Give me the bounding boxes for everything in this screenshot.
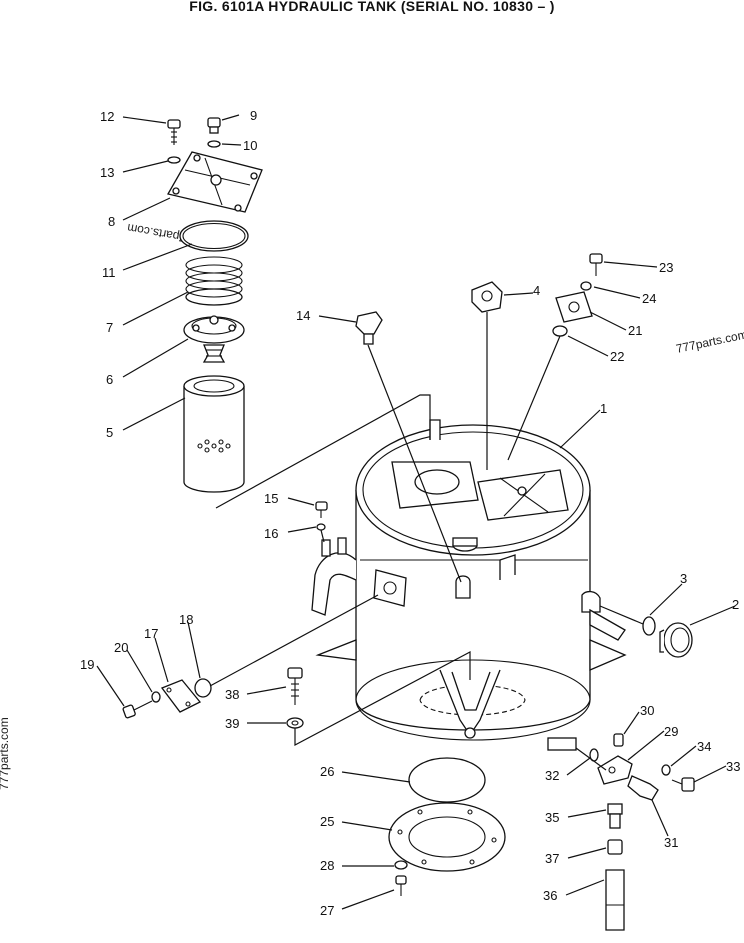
watermark-left-vertical: 777parts.com [0,717,11,790]
watermark-right: 777parts.com [675,327,744,356]
callout-5: 5 [106,425,113,440]
plug-2 [659,622,693,658]
callout-26: 26 [320,764,334,779]
callout-6: 6 [106,372,113,387]
bolt-15 [315,501,328,518]
callout-13: 13 [100,165,114,180]
nut-37 [607,839,623,855]
bolt-12 [167,119,181,145]
filter-element-5 [183,375,245,493]
callout-35: 35 [545,810,559,825]
guide-filter-to-tank [215,394,431,509]
plug-9 [207,117,221,134]
callout-14: 14 [296,308,310,323]
bolt-19 [122,700,153,719]
o-ring-18 [194,678,212,698]
leader-lines [96,114,736,910]
callout-21: 21 [628,323,642,338]
o-ring-22 [552,325,568,337]
hydraulic-tank-1 [311,419,627,751]
nipple-35 [607,803,623,829]
callout-10: 10 [243,138,257,153]
callout-17: 17 [144,626,158,641]
bolt-27 [395,875,407,896]
o-ring-10 [207,140,221,148]
callout-22: 22 [610,349,624,364]
callout-27: 27 [320,903,334,918]
breather-4 [471,281,503,313]
callout-36: 36 [543,888,557,903]
callout-30: 30 [640,703,654,718]
hose-36 [605,869,625,931]
guide-38-to-drain [294,651,471,746]
callout-24: 24 [642,291,656,306]
washer-34 [661,764,671,776]
washer-13 [167,156,181,164]
callout-1: 1 [600,401,607,416]
guide-29-to-drain [575,747,607,771]
spring-7 [185,256,243,306]
guide-21-to-cover [507,335,561,461]
callout-3: 3 [680,571,687,586]
guide-16-to-elbow [320,529,325,543]
callout-11: 11 [102,265,116,280]
guide-14-to-port [367,344,462,583]
callout-18: 18 [179,612,193,627]
callout-15: 15 [264,491,278,506]
o-ring-16 [316,523,326,531]
o-ring-3 [642,616,656,636]
bolt-23 [589,253,603,276]
elbow-29 [597,755,633,785]
guide-3-to-port [599,605,644,625]
callout-2: 2 [732,597,739,612]
callout-29: 29 [664,724,678,739]
washer-20 [151,691,161,703]
valve-31 [627,775,659,801]
callout-38: 38 [225,687,239,702]
callout-16: 16 [264,526,278,541]
o-ring-26 [408,757,486,803]
bolt-38 [287,667,303,705]
callout-4: 4 [533,283,540,298]
callout-32: 32 [545,768,559,783]
callout-34: 34 [697,739,711,754]
filter-cover-8 [167,151,263,213]
callout-31: 31 [664,835,678,850]
callout-25: 25 [320,814,334,829]
plug-30 [613,733,624,747]
callout-12: 12 [100,109,114,124]
washer-39 [286,717,304,729]
callout-9: 9 [250,108,257,123]
cover-17 [160,679,202,713]
callout-20: 20 [114,640,128,655]
callout-37: 37 [545,851,559,866]
cover-25 [388,802,506,872]
sight-gauge-14 [355,311,383,345]
gasket-11 [179,220,249,252]
callout-28: 28 [320,858,334,873]
washer-28 [394,860,408,870]
callout-19: 19 [80,657,94,672]
valve-6 [183,315,245,363]
callout-8: 8 [108,214,115,229]
callout-23: 23 [659,260,673,275]
callout-33: 33 [726,759,740,774]
guide-18-to-flange [209,594,379,687]
figure-title: FIG. 6101A HYDRAULIC TANK (SERIAL NO. 10… [189,0,555,14]
callout-7: 7 [106,320,113,335]
cover-21 [555,291,593,323]
washer-24 [580,281,592,291]
callout-39: 39 [225,716,239,731]
bolt-33 [671,777,695,792]
